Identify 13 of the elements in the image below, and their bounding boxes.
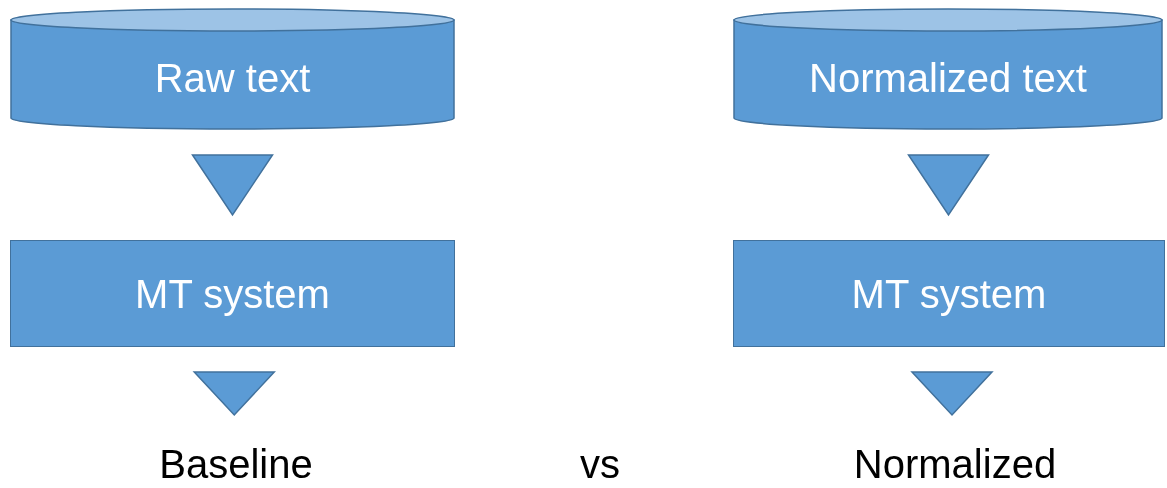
node-label: Normalized <box>853 444 1057 484</box>
process-box <box>733 240 1165 347</box>
chevron-arrow <box>907 154 990 217</box>
node-label: Normalized text <box>809 58 1087 98</box>
process-box <box>10 240 455 347</box>
chevron-arrow <box>191 154 274 217</box>
node-label: Raw text <box>154 58 311 98</box>
comparison-label: vs <box>580 444 620 484</box>
node-label: MT system <box>851 273 1047 314</box>
node-label: MT system <box>135 273 330 314</box>
node-label: Baseline <box>159 444 313 484</box>
chevron-arrow <box>910 371 994 417</box>
chevron-arrow <box>192 371 276 417</box>
